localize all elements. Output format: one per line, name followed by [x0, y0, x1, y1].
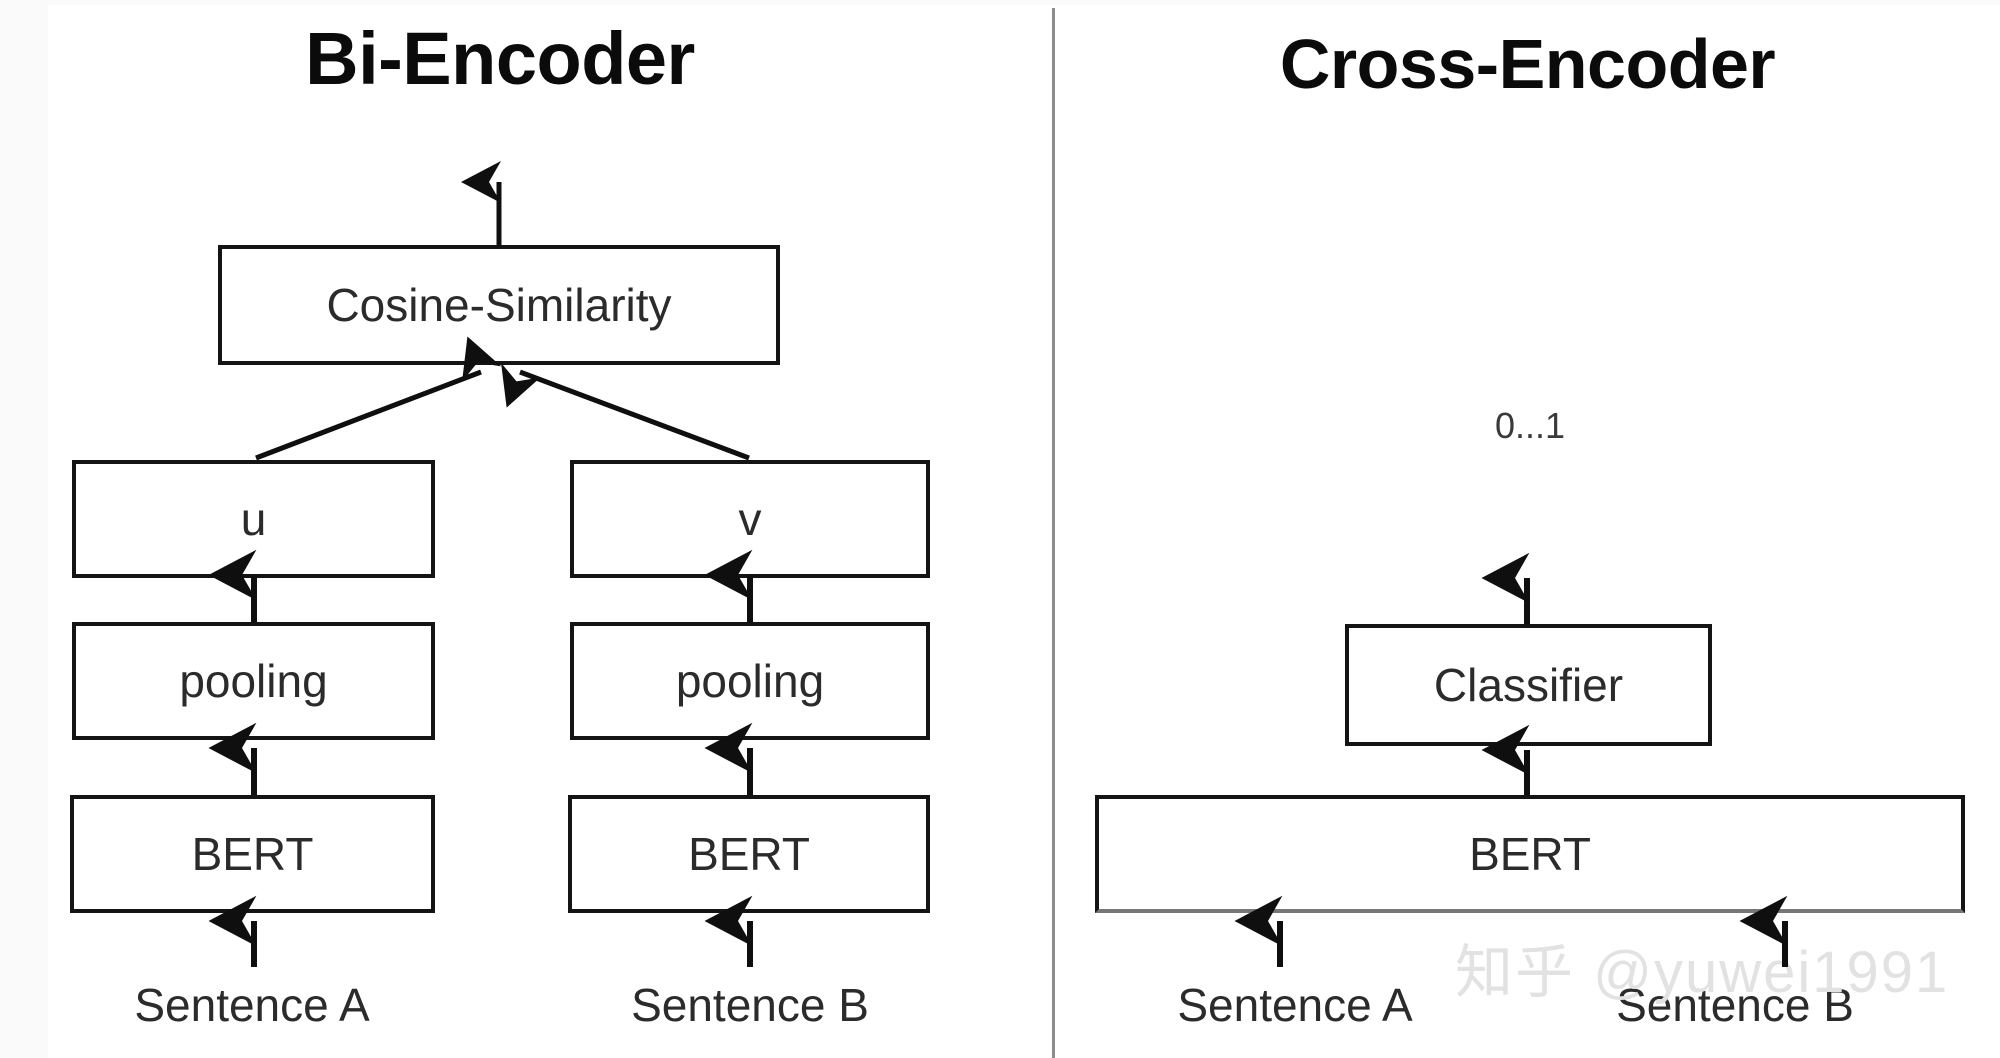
cosine-similarity-box[interactable]: Cosine-Similarity: [218, 245, 780, 365]
u-box[interactable]: u: [72, 460, 435, 578]
sentence-b-input-right: Sentence B: [1616, 979, 1854, 1031]
output-score-range-label: 0...1: [1494, 405, 1566, 446]
pooling-a-box[interactable]: pooling: [72, 622, 435, 740]
pooling-b-box[interactable]: pooling: [570, 622, 930, 740]
bert-b-box[interactable]: BERT: [568, 795, 930, 913]
cosine-similarity-label: Cosine-Similarity: [326, 279, 672, 331]
v-label: v: [738, 493, 762, 545]
sentence-a-input-right: Sentence A: [1177, 979, 1413, 1031]
sentence-a-input-left: Sentence A: [134, 979, 370, 1031]
bi-encoder-title: Bi-Encoder: [305, 17, 695, 100]
top-edge-strip: [48, 0, 2000, 5]
bert-cross-label: BERT: [1469, 828, 1591, 880]
cross-encoder-title: Cross-Encoder: [1279, 25, 1776, 103]
bert-b-label: BERT: [688, 828, 810, 880]
bert-a-box[interactable]: BERT: [70, 795, 435, 913]
v-box[interactable]: v: [570, 460, 930, 578]
bert-cross-box[interactable]: BERT: [1095, 795, 1965, 913]
classifier-label: Classifier: [1433, 659, 1624, 711]
zhihu-watermark: 知乎 @yuwei1991: [1455, 940, 1950, 1005]
bert-a-label: BERT: [191, 828, 314, 880]
u-label: u: [240, 493, 267, 545]
classifier-box[interactable]: Classifier: [1345, 624, 1712, 746]
left-edge-strip: [0, 0, 48, 1058]
arrow-u-to-cosine: [255, 336, 502, 461]
arrow-v-to-cosine: [501, 362, 750, 461]
pooling-a-label: pooling: [179, 655, 328, 707]
pooling-b-label: pooling: [675, 655, 825, 707]
sentence-b-input-left: Sentence B: [631, 979, 869, 1031]
panel-divider: [1052, 8, 1055, 1058]
